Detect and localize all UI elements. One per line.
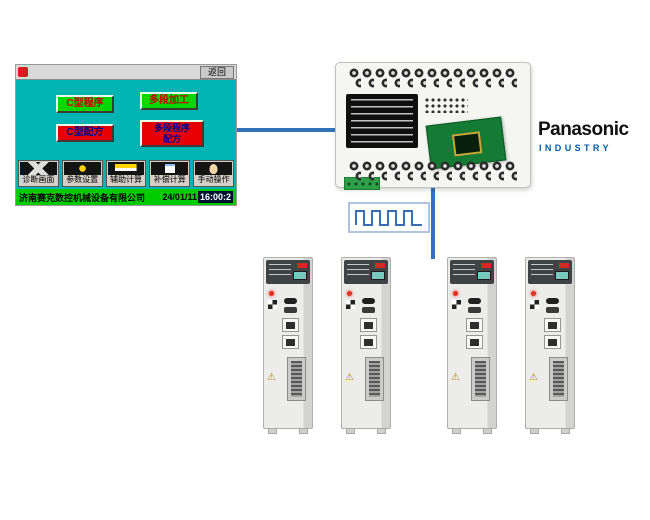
brand-division: INDUSTRY — [539, 143, 612, 153]
pulse-signal-box — [348, 202, 430, 233]
servo-network-port-2 — [466, 335, 483, 349]
servo-aux-port — [546, 307, 559, 313]
servo-drive-1: ⚠ — [263, 257, 313, 434]
hand-icon — [195, 162, 232, 175]
servo-brand-mark — [559, 263, 569, 268]
servo-mount-foot — [268, 428, 277, 434]
servo-mount-foot — [299, 428, 308, 434]
servo-aux-port — [468, 307, 481, 313]
servo-mount-foot — [452, 428, 461, 434]
servo-mount-foot — [346, 428, 355, 434]
warning-icon: ⚠ — [451, 372, 460, 383]
servo-network-port-2 — [544, 335, 561, 349]
servo-display-panel — [266, 260, 310, 284]
servo-aux-port — [284, 307, 297, 313]
servo-usb-port — [284, 298, 297, 304]
hmi-menu-aux-calc: 辅助计算 — [105, 160, 147, 187]
plc-chip — [451, 131, 483, 157]
hmi-button-multi-segment-machining: 多段加工 — [140, 92, 198, 110]
servo-qr-label — [452, 300, 461, 309]
servo-brand-mark — [297, 263, 307, 268]
servo-mount-foot — [377, 428, 386, 434]
servo-drive-4: ⚠ — [525, 257, 575, 434]
hmi-company-name: 济南赛克数控机械设备有限公司 — [19, 192, 146, 203]
hmi-button-c-recipe: C型配方 — [56, 124, 114, 142]
hmi-touchscreen: 返回 C型程序 多段加工 C型配方 多段程序配方 诊断画面 参数设置 辅助计算 … — [15, 64, 237, 206]
servo-qr-label — [530, 300, 539, 309]
hmi-menu-compensation-calc: 补偿计算 — [149, 160, 191, 187]
servo-usb-port — [546, 298, 559, 304]
servo-power-led — [531, 291, 536, 296]
servo-display-panel — [344, 260, 388, 284]
servo-display-panel — [450, 260, 494, 284]
servo-network-port-2 — [282, 335, 299, 349]
hmi-logo-icon — [18, 67, 28, 77]
hmi-title-bar: 返回 — [16, 65, 236, 80]
plc-led-indicators — [424, 97, 468, 113]
servo-power-led — [347, 291, 352, 296]
hmi-status-bar: 济南赛克数控机械设备有限公司 24/01/11 16:00:2 — [16, 189, 236, 205]
hmi-date: 24/01/11 — [162, 192, 197, 202]
hmi-menu-row: 诊断画面 参数设置 辅助计算 补偿计算 手动操作 — [18, 160, 234, 187]
hmi-menu-parameters: 参数设置 — [61, 160, 103, 187]
servo-status-screen — [293, 271, 307, 280]
servo-mount-foot — [530, 428, 539, 434]
hmi-datetime: 24/01/11 16:00:2 — [162, 191, 233, 203]
screen-icon — [151, 162, 189, 175]
servo-qr-label — [268, 300, 277, 309]
warning-icon: ⚠ — [345, 372, 354, 383]
servo-network-port-1 — [466, 318, 483, 332]
warning-icon: ⚠ — [267, 372, 276, 383]
pulse-waveform-icon — [355, 209, 422, 226]
servo-usb-port — [468, 298, 481, 304]
plc-top-terminal-row — [348, 68, 518, 89]
servo-io-connector — [365, 357, 384, 401]
servo-status-screen — [371, 271, 385, 280]
servo-power-led — [453, 291, 458, 296]
servo-network-port-1 — [282, 318, 299, 332]
plc-bottom-terminal-row — [348, 161, 518, 182]
servo-aux-port — [362, 307, 375, 313]
servo-io-connector — [549, 357, 568, 401]
servo-drive-3: ⚠ — [447, 257, 497, 434]
servo-network-port-1 — [360, 318, 377, 332]
hmi-back-button: 返回 — [199, 65, 234, 79]
panasonic-industry-logo: Panasonic INDUSTRY — [538, 119, 646, 153]
servo-brand-mark — [481, 263, 491, 268]
hmi-menu-diagnostics: 诊断画面 — [18, 160, 59, 187]
servo-mount-foot — [483, 428, 492, 434]
plc-controller — [335, 62, 531, 190]
servo-io-connector — [287, 357, 306, 401]
servo-mount-foot — [561, 428, 570, 434]
servo-drive-2: ⚠ — [341, 257, 391, 434]
hmi-time: 16:00:2 — [197, 191, 233, 203]
hmi-button-multi-segment-recipe: 多段程序配方 — [140, 120, 204, 147]
servo-status-screen — [555, 271, 569, 280]
tools-icon — [20, 162, 57, 175]
servo-display-panel — [528, 260, 572, 284]
warning-icon: ⚠ — [529, 372, 538, 383]
brand-name: Panasonic — [538, 119, 629, 140]
servo-usb-port — [362, 298, 375, 304]
servo-network-port-2 — [360, 335, 377, 349]
servo-network-port-1 — [544, 318, 561, 332]
servo-brand-mark — [375, 263, 385, 268]
servo-qr-label — [346, 300, 355, 309]
hmi-menu-manual-operation: 手动操作 — [193, 160, 234, 187]
servo-status-screen — [477, 271, 491, 280]
calculator-icon — [107, 162, 145, 175]
plc-label-panel — [346, 94, 418, 148]
servo-io-connector — [471, 357, 490, 401]
servo-power-led — [269, 291, 274, 296]
gear-icon — [63, 162, 101, 175]
hmi-button-c-program: C型程序 — [56, 95, 114, 113]
